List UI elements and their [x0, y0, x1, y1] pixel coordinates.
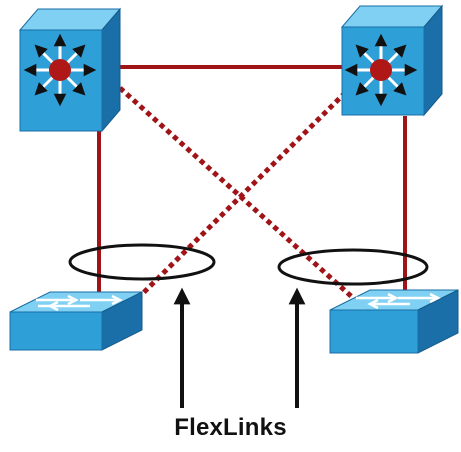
diagram-caption: FlexLinks	[174, 414, 287, 441]
multilayer-switch-icon	[340, 4, 444, 117]
workgroup-switch-icon	[329, 289, 459, 354]
flexlink-ellipse-left	[68, 243, 216, 281]
flexlink-ellipse-right	[277, 248, 429, 286]
workgroup-switch-icon	[9, 291, 143, 351]
multilayer-switch-icon	[18, 7, 122, 133]
